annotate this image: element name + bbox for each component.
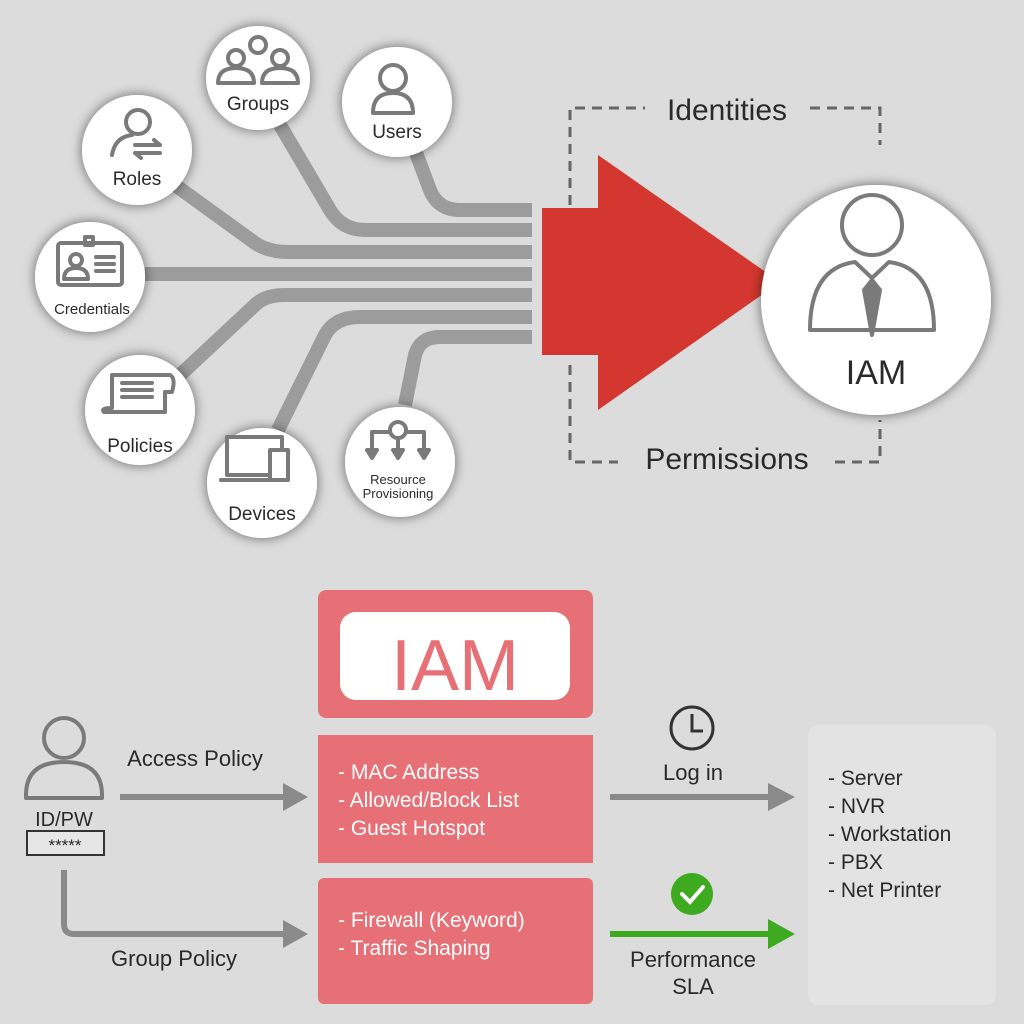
identities-label: Identities — [667, 94, 787, 127]
group-item: - Traffic Shaping — [338, 937, 491, 960]
targets-panel — [808, 725, 996, 1005]
node-credentials: Credentials — [35, 222, 145, 332]
access-item: - MAC Address — [338, 761, 479, 784]
target-item: - Server — [828, 767, 903, 790]
access-item: - Allowed/Block List — [338, 789, 519, 812]
node-label: Users — [372, 122, 422, 143]
password-mask: ***** — [48, 836, 81, 855]
connector-policies — [175, 288, 532, 381]
node-roles: Roles — [82, 95, 192, 205]
iam-title: IAM — [391, 626, 519, 706]
sla-label: SLA — [672, 974, 714, 999]
group-item: - Firewall (Keyword) — [338, 909, 525, 932]
target-item: - NVR — [828, 795, 885, 818]
user-icon — [24, 716, 104, 800]
check-icon — [671, 873, 713, 915]
node-label: Credentials — [54, 301, 130, 318]
group-policy-label: Group Policy — [111, 946, 237, 971]
access-policy-label: Access Policy — [127, 746, 263, 771]
node-groups: Groups — [206, 26, 310, 130]
id-pw-label: ID/PW — [35, 809, 93, 831]
node-label: Devices — [228, 504, 296, 525]
devices-icon — [219, 435, 290, 482]
group-arrow — [61, 870, 285, 937]
permissions-label: Permissions — [645, 443, 808, 476]
iam-node: IAM — [761, 185, 991, 415]
node-resource-provisioning: Resource Provisioning — [345, 407, 455, 517]
policy-scroll-icon — [101, 373, 176, 414]
connector-roles — [170, 179, 532, 259]
node-label: Provisioning — [363, 486, 434, 501]
node-users: Users — [342, 47, 452, 157]
connector-lines — [145, 121, 532, 434]
target-item: - Workstation — [828, 823, 951, 846]
dashed-bracket — [568, 106, 882, 464]
clock-icon — [669, 705, 715, 751]
access-arrow — [120, 794, 285, 800]
node-label: Policies — [107, 436, 172, 457]
password-field — [26, 830, 105, 856]
connector-users — [408, 147, 532, 217]
access-item: - Guest Hotspot — [338, 817, 485, 840]
node-label: Resource — [370, 472, 426, 487]
provisioning-icon — [365, 420, 431, 460]
login-arrow — [610, 794, 770, 800]
access-items: - MAC Address - Allowed/Block List - Gue… — [338, 761, 519, 840]
connector-resource — [398, 330, 532, 407]
target-item: - Net Printer — [828, 879, 941, 902]
red-arrow — [542, 155, 780, 410]
businessman-icon — [808, 193, 936, 337]
node-devices: Devices — [207, 428, 317, 538]
iam-node-label: IAM — [846, 354, 906, 392]
groups-icon — [216, 35, 300, 85]
group-policy-box — [318, 878, 593, 1004]
id-card-icon — [56, 235, 124, 287]
role-switch-icon — [110, 108, 162, 160]
arrows — [61, 783, 795, 948]
group-items: - Firewall (Keyword) - Traffic Shaping — [338, 909, 525, 960]
log-in-label: Log in — [663, 760, 723, 785]
node-label: Groups — [227, 94, 289, 115]
connector-groups — [273, 121, 532, 237]
target-item: - PBX — [828, 851, 883, 874]
iam-title-plate — [340, 612, 570, 700]
connector-devices — [271, 310, 532, 434]
node-label: Roles — [113, 169, 162, 190]
sla-arrow — [610, 919, 795, 949]
access-policy-box — [318, 735, 593, 863]
performance-label: Performance — [630, 947, 756, 972]
targets-list: - Server - NVR - Workstation - PBX - Net… — [828, 767, 951, 902]
node-policies: Policies — [85, 355, 195, 465]
user-icon — [371, 63, 415, 115]
